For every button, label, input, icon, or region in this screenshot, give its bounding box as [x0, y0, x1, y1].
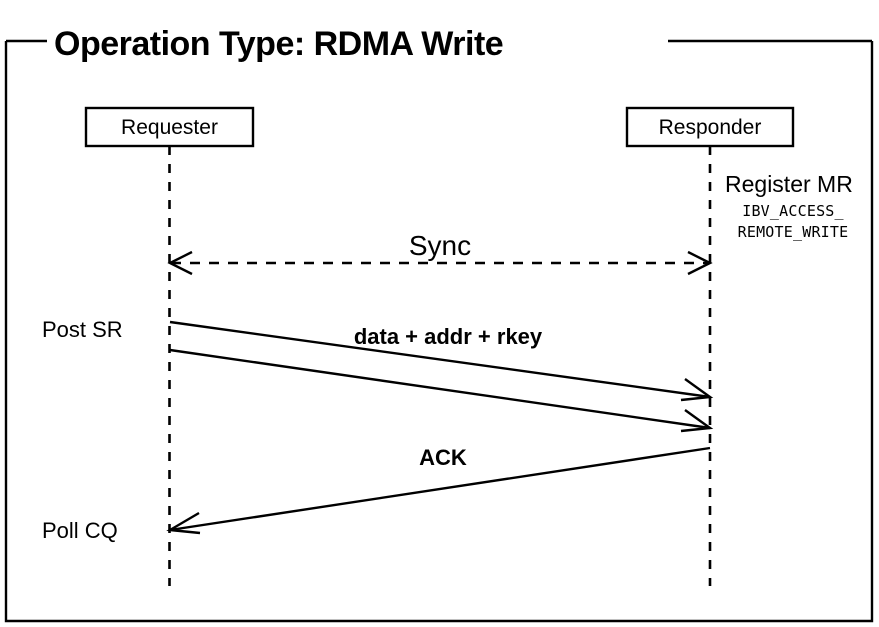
ack-line [169, 446, 711, 532]
data-packet-2-arrowhead [680, 409, 714, 433]
message-sync[interactable]: Sync [167, 230, 713, 276]
diagram-frame [4, 39, 874, 623]
frame-border [4, 41, 874, 623]
sync-arrowhead-right [687, 250, 713, 276]
requester-box[interactable] [84, 106, 255, 148]
sync-label: Sync [409, 230, 471, 261]
register-mr-title: Register MR [725, 171, 853, 197]
requester-label: Requester [121, 116, 218, 139]
register-mr-access-line1: IBV_ACCESS_ [742, 202, 844, 220]
note-register-mr: Register MR IBV_ACCESS_ REMOTE_WRITE [725, 171, 853, 241]
ack-label: ACK [419, 445, 467, 470]
message-ack[interactable]: ACK [166, 445, 711, 535]
frame-title: Operation Type: RDMA Write [54, 25, 503, 63]
data-packet-2-line [169, 348, 711, 430]
responder-label: Responder [659, 116, 762, 139]
side-label-post-sr: Post SR [42, 317, 123, 342]
register-mr-access-line2: REMOTE_WRITE [738, 223, 849, 241]
participant-responder[interactable]: Responder [625, 106, 795, 586]
data-addr-rkey-label: data + addr + rkey [354, 324, 543, 349]
participant-requester[interactable]: Requester [84, 106, 255, 586]
ack-arrowhead [166, 511, 201, 535]
data-packet-1-arrowhead [680, 378, 714, 402]
message-data-addr-rkey[interactable]: data + addr + rkey [169, 320, 714, 433]
sync-arrowhead-left [167, 250, 193, 276]
data-packet-1-line [169, 320, 711, 399]
side-label-poll-cq: Poll CQ [42, 518, 118, 543]
